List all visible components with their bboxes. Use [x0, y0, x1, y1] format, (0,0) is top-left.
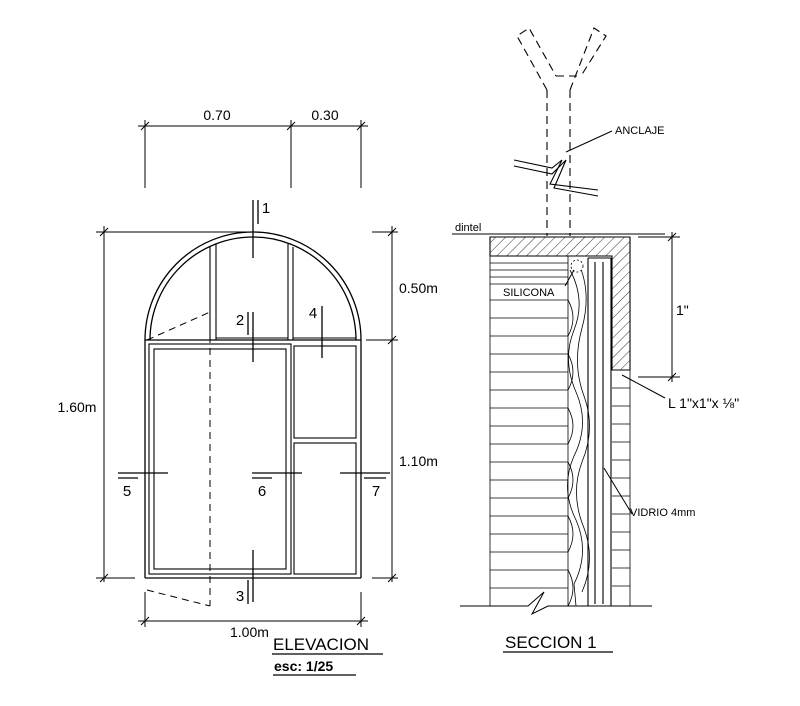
- section-title: SECCION 1: [505, 633, 597, 652]
- silicone-bead: [570, 259, 584, 273]
- marker-2: 2: [236, 312, 244, 329]
- section-marker-lines: [118, 200, 390, 604]
- dim-total-width-label: 1.00m: [230, 624, 269, 640]
- anchor-rod: [516, 27, 607, 236]
- inch-dimension: [638, 232, 680, 382]
- wall-courses: [489, 237, 631, 606]
- base-break-line: [460, 591, 652, 616]
- marker-5: 5: [123, 483, 131, 500]
- window-panels: [148, 343, 357, 575]
- marker-6: 6: [258, 483, 266, 500]
- top-dimension: [138, 120, 368, 188]
- transom-panes: [209, 244, 356, 340]
- window-arch: [144, 231, 362, 579]
- anchor-break: [513, 159, 599, 197]
- angle-label: L 1"x1"x ⅛": [668, 395, 739, 411]
- marker-3: 3: [236, 588, 244, 605]
- right-height-dimension: [366, 226, 398, 583]
- dim-lower-height-label: 1.10m: [399, 453, 438, 469]
- opening-swing-lines: [146, 311, 211, 607]
- elevation-view: 0.70 0.30: [58, 107, 438, 676]
- dim-top-left-label: 0.70: [203, 107, 230, 123]
- bottom-width-dimension: [138, 592, 368, 627]
- silicone-label: SILICONA: [503, 287, 555, 299]
- elevation-scale: esc: 1/25: [274, 658, 333, 674]
- elevation-title: ELEVACION: [273, 635, 369, 654]
- lintel-label: dintel: [455, 222, 481, 234]
- marker-4: 4: [309, 305, 317, 322]
- marker-7: 7: [372, 483, 380, 500]
- dim-arch-height-label: 0.50m: [399, 280, 438, 296]
- dim-total-height-label: 1.60m: [58, 399, 97, 415]
- glass-label: VIDRIO 4mm: [630, 507, 695, 519]
- left-height-dimension: [96, 226, 248, 583]
- section-view: ANCLAJE dintel: [452, 27, 739, 653]
- angle-frame: [489, 236, 631, 371]
- marker-1: 1: [262, 200, 270, 217]
- glass-pane: [587, 257, 612, 606]
- anchor-label: ANCLAJE: [615, 125, 665, 137]
- silicone-joint: [567, 261, 590, 607]
- inch-dim-label: 1": [676, 302, 689, 318]
- dim-top-right-label: 0.30: [311, 107, 338, 123]
